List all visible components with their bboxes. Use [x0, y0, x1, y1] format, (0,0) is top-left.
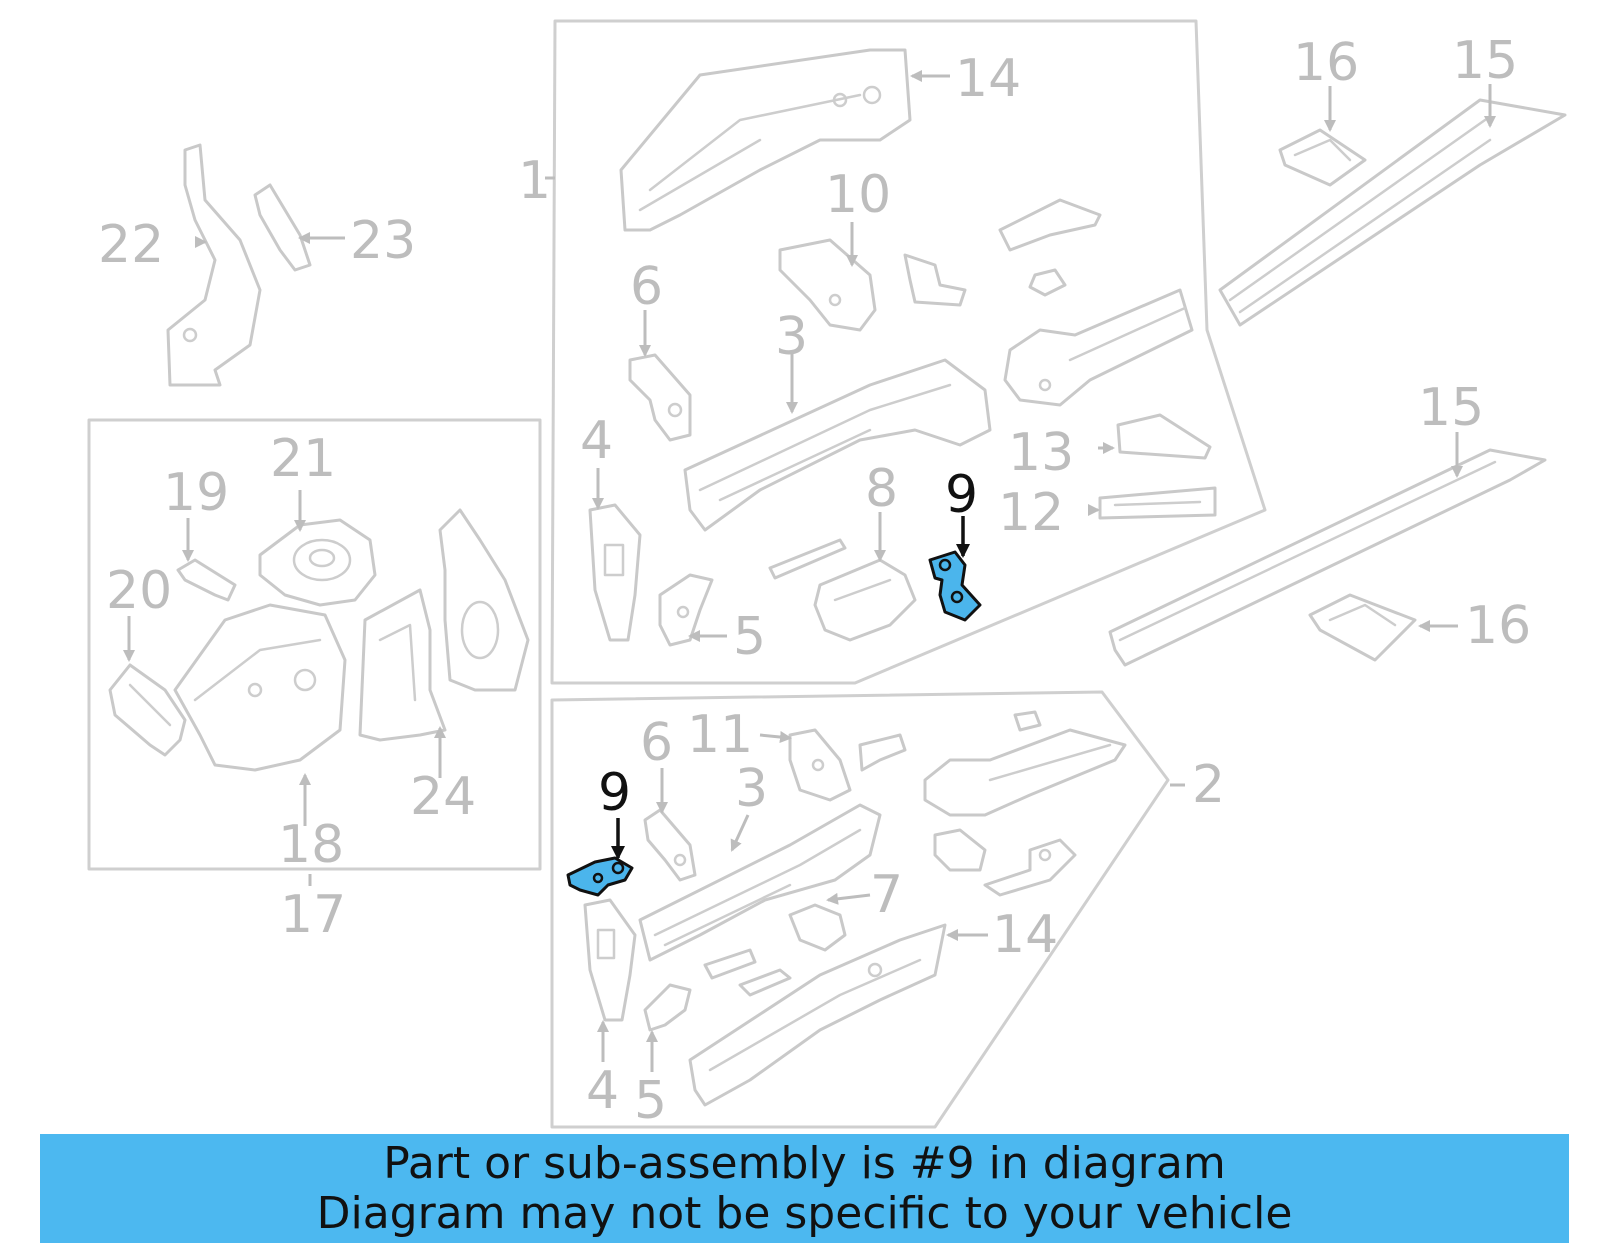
callout-8: 8 [865, 459, 898, 519]
callout-14-lower: 14 [992, 905, 1058, 965]
part-4-lower [583, 898, 637, 1022]
callout-10: 10 [825, 165, 891, 225]
callout-9-upper: 9 [945, 465, 978, 525]
part-rail-upper-right [1003, 288, 1194, 407]
part-21 [258, 518, 377, 607]
callout-5-lower: 5 [634, 1071, 667, 1131]
part-23 [253, 183, 312, 272]
part-3-upper [683, 358, 992, 532]
assembly-17-outline [87, 418, 542, 871]
part-16-lower [1308, 593, 1417, 662]
part-misc-bracket-b [998, 198, 1102, 297]
part-9-upper-highlighted [928, 550, 982, 622]
callout-5-upper: 5 [733, 607, 766, 667]
part-5-lower [643, 983, 692, 1032]
callout-7: 7 [870, 865, 903, 925]
callout-20: 20 [106, 561, 172, 621]
part-15-upper [1218, 98, 1567, 327]
callout-3-lower: 3 [735, 759, 768, 819]
assembly-2-outline [550, 690, 1170, 1129]
callout-24: 24 [410, 767, 476, 827]
callout-6-upper: 6 [630, 257, 663, 317]
part-6-lower [643, 808, 697, 882]
callout-22: 22 [98, 215, 164, 275]
part-15-lower [1108, 448, 1547, 667]
leader-arrows [123, 70, 1496, 1072]
part-17-inner-panel [438, 508, 530, 692]
callout-12: 12 [998, 483, 1064, 543]
assembly-1-outline [550, 19, 1267, 685]
part-small-bars-lower [703, 948, 792, 997]
part-12 [1098, 486, 1217, 520]
part-13 [1116, 413, 1212, 460]
part-11 [788, 728, 852, 802]
part-small-bar-upper [768, 538, 847, 580]
callout-4-lower: 4 [586, 1061, 619, 1121]
part-22 [166, 143, 262, 387]
callout-6-lower: 6 [640, 713, 673, 773]
callout-3-upper: 3 [775, 307, 808, 367]
part-8 [813, 558, 917, 642]
part-9-lower-highlighted [566, 856, 634, 897]
part-16-upper [1278, 128, 1367, 187]
callout-labels: 1 14 10 6 3 13 12 4 5 8 9 16 15 15 16 22… [98, 31, 1531, 1131]
callout-16-lower: 16 [1465, 596, 1531, 656]
callout-13: 13 [1008, 423, 1074, 483]
callout-23: 23 [350, 211, 416, 271]
part-24 [358, 588, 447, 742]
banner-line-part-number: Part or sub-assembly is #9 in diagram [383, 1138, 1226, 1189]
part-lower-right-brackets [933, 828, 1077, 897]
callout-1: 1 [518, 151, 551, 211]
callout-14-upper: 14 [955, 49, 1021, 109]
info-banner: Part or sub-assembly is #9 in diagram Di… [40, 1134, 1569, 1243]
callout-16-upper: 16 [1293, 33, 1359, 93]
callout-11: 11 [687, 705, 753, 765]
callout-15-lower: 15 [1418, 378, 1484, 438]
part-3-lower [638, 803, 882, 962]
part-20 [108, 663, 187, 757]
part-14-lower [688, 923, 947, 1107]
callout-19: 19 [163, 463, 229, 523]
callout-18: 18 [278, 815, 344, 875]
part-19 [176, 558, 237, 602]
part-18 [173, 603, 347, 772]
part-rail-lower-right [923, 728, 1127, 817]
part-misc-bracket-a [903, 253, 967, 307]
callout-9-lower: 9 [598, 763, 631, 823]
part-6-upper [628, 353, 692, 442]
banner-line-disclaimer: Diagram may not be specific to your vehi… [316, 1188, 1293, 1239]
callout-21: 21 [270, 429, 336, 489]
callout-4-upper: 4 [580, 411, 613, 471]
callout-15-upper: 15 [1452, 31, 1518, 91]
callout-2: 2 [1192, 755, 1225, 815]
part-14-upper [619, 48, 912, 232]
callout-17: 17 [280, 885, 346, 945]
part-5-upper [658, 573, 714, 647]
part-7 [788, 903, 847, 952]
part-small-bracket-lower [858, 710, 1042, 772]
part-4-upper [588, 503, 642, 642]
